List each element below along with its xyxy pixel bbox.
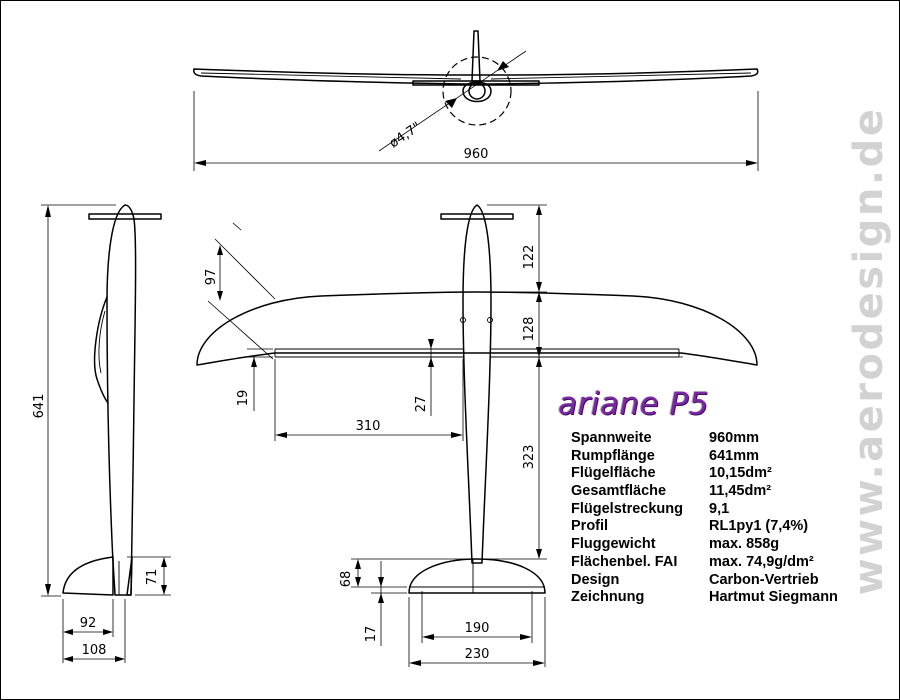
dim-arrow <box>63 656 73 662</box>
dim-arrow <box>536 357 542 367</box>
dim-arrow <box>746 160 758 166</box>
dim-arrow <box>520 634 532 640</box>
dim-arrow <box>536 205 542 215</box>
nose-dim-label: 122 <box>522 245 537 270</box>
dim-arrow <box>217 245 223 255</box>
fin-height-label: 71 <box>145 569 160 586</box>
fuselage-diameter-label: ø4,7" <box>387 120 424 152</box>
wing-root-dim-label: 128 <box>522 317 537 342</box>
aileron-depth-label: 19 <box>236 390 251 407</box>
dim-arrow <box>194 160 206 166</box>
top-stabilizer <box>408 558 546 594</box>
wing-bolt <box>460 317 466 323</box>
side-view: 641 71 92 108 <box>32 204 171 663</box>
span-dim-label: 960 <box>464 147 489 162</box>
side-fuselage <box>106 204 137 596</box>
front-wing-inner-line-r <box>490 72 752 80</box>
diameter-circle <box>442 56 512 126</box>
front-fin <box>471 30 481 82</box>
dim-arrow <box>45 205 51 217</box>
dim-arrow <box>536 549 542 559</box>
dim-arrow <box>355 559 361 569</box>
tip-dim-label: 97 <box>204 269 219 286</box>
dim-arrow <box>428 357 434 367</box>
front-fuselage-core <box>468 82 486 100</box>
stab-span-label: 230 <box>465 647 490 662</box>
dim-arrow <box>428 339 434 349</box>
top-wing-outline <box>196 291 758 366</box>
side-canopy-line <box>98 310 106 374</box>
tip-ext <box>214 238 276 300</box>
diameter-arrow-2 <box>497 61 509 71</box>
dim-arrow <box>422 634 434 640</box>
top-view: 97 19 27 310 122 128 323 <box>196 204 758 667</box>
dim-arrow <box>533 660 545 666</box>
dim-arrow <box>378 577 384 587</box>
top-front-stabilizer <box>440 213 514 220</box>
diameter-arrow <box>445 98 457 108</box>
dim-arrow <box>536 347 542 357</box>
dim-arrow <box>409 660 421 666</box>
side-fin <box>62 556 133 596</box>
tail-arm-dim-label: 323 <box>522 445 537 470</box>
front-stabilizer <box>412 80 540 86</box>
front-wing-inner-line <box>200 72 462 80</box>
stab-outer-label: 108 <box>82 643 107 658</box>
dim-arrow <box>536 292 542 302</box>
aileron-length-label: 310 <box>356 419 381 434</box>
flap-depth-label: 27 <box>414 396 429 413</box>
tip-ext-2 <box>207 300 274 360</box>
tip-ext-3 <box>232 222 242 231</box>
dim-arrow <box>536 282 542 292</box>
dim-arrow <box>115 656 125 662</box>
wing-bolt-2 <box>487 317 493 323</box>
stab-chord-label: 68 <box>339 571 354 588</box>
dim-arrow <box>451 432 463 438</box>
dim-arrow <box>161 557 167 567</box>
dim-arrow <box>275 432 287 438</box>
dim-arrow <box>103 629 113 635</box>
dim-arrow <box>355 577 361 587</box>
dim-arrow <box>63 629 73 635</box>
dim-arrow <box>251 357 257 367</box>
elevator-depth-label: 17 <box>364 626 379 643</box>
dim-arrow <box>161 585 167 595</box>
stab-inner-label: 92 <box>80 616 97 631</box>
top-fuselage <box>462 204 492 564</box>
side-canopy <box>93 296 109 404</box>
watermark-url: www.aerodesign.de <box>846 106 892 596</box>
front-fuselage <box>462 81 492 103</box>
stab-inner-span-label: 190 <box>465 621 490 636</box>
dim-arrow <box>217 291 223 301</box>
dim-arrow <box>45 584 51 596</box>
dim-arrow <box>378 593 384 603</box>
side-stabilizer <box>88 213 162 220</box>
model-title: ariane P5 <box>558 386 709 422</box>
length-dim-label: 641 <box>32 394 47 419</box>
front-wing-outline <box>193 68 759 85</box>
front-view: ø4,7" 960 <box>193 30 759 171</box>
